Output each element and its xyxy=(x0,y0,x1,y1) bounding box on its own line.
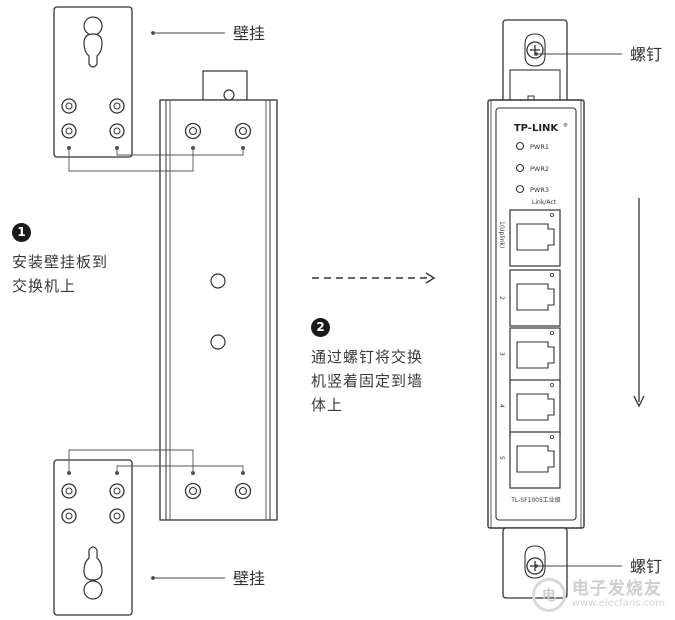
ethernet-ports: 1(Uplink) 2 3 4 xyxy=(498,209,561,489)
port-header-label: Link/Act xyxy=(532,199,557,206)
port-label-5: 5 xyxy=(498,456,505,460)
port-4: 4 xyxy=(498,379,561,437)
screw-label-top: 螺钉 xyxy=(630,45,662,64)
rear-hole-upper xyxy=(210,273,226,289)
step-2-line-2: 机竖着固定到墙 xyxy=(311,372,424,390)
watermark: 电 电子发烧友 www.elecfans.com xyxy=(531,578,665,612)
led-indicators: PWR1 PWR2 PWR3 xyxy=(515,141,549,194)
brand-logo: TP-LINK xyxy=(514,123,560,134)
step-1-line-2: 交换机上 xyxy=(12,277,77,295)
step-2-line-1: 通过螺钉将交换 xyxy=(311,348,424,366)
rj45-port-icon xyxy=(516,341,555,369)
port-label-1: 1(Uplink) xyxy=(498,221,505,248)
screw-leaders xyxy=(534,52,622,568)
mount-plate-top xyxy=(502,19,568,105)
wall-mount-plate-top xyxy=(53,6,133,158)
led-label-pwr2: PWR2 xyxy=(530,165,549,173)
step-1-callout: 1 安装壁挂板到 交换机上 xyxy=(12,222,108,298)
step-2-badge: 2 xyxy=(311,318,330,337)
left-assembly: 壁挂 壁挂 xyxy=(53,6,278,616)
screw-label-bottom: 螺钉 xyxy=(630,557,662,576)
led-pwr3 xyxy=(515,184,525,194)
wall-mount-plate-bottom xyxy=(53,459,133,616)
led-pwr1 xyxy=(515,141,525,151)
model-label: TL-SF1005工业级 xyxy=(510,496,561,504)
port-label-4: 4 xyxy=(498,404,505,408)
top-alignment-lines xyxy=(66,145,246,172)
led-label-pwr3: PWR3 xyxy=(530,186,549,194)
led-label-pwr1: PWR1 xyxy=(530,143,549,151)
down-arrow xyxy=(633,198,645,408)
wall-mount-leaders xyxy=(151,31,225,580)
watermark-url: www.elecfans.com xyxy=(571,597,665,609)
step-1-badge: 1 xyxy=(12,223,31,242)
rj45-port-icon xyxy=(516,445,555,473)
rear-hole-lower xyxy=(210,334,226,350)
port-2: 2 xyxy=(498,269,561,327)
watermark-text: 电子发烧友 xyxy=(571,578,662,599)
right-assembly: TP-LINK ® PWR1 PWR2 PWR3 Link/Act 1(Upli… xyxy=(487,19,662,599)
led-pwr2 xyxy=(515,163,525,173)
rj45-port-icon xyxy=(516,393,555,421)
step-2-line-3: 体上 xyxy=(311,396,344,414)
wall-mount-label-top: 壁挂 xyxy=(233,24,265,43)
wall-mount-label-bottom: 壁挂 xyxy=(233,569,265,588)
step-1-line-1: 安装壁挂板到 xyxy=(12,253,109,271)
port-5: 5 xyxy=(498,431,561,489)
brand-registered-mark: ® xyxy=(563,122,568,129)
step-2-callout: 2 通过螺钉将交换 机竖着固定到墙 体上 xyxy=(311,317,423,417)
transition-arrow xyxy=(312,272,436,284)
switch-bottom-holes xyxy=(184,482,252,500)
step-2-text: 通过螺钉将交换 机竖着固定到墙 体上 xyxy=(311,345,423,417)
watermark-logo-icon: 电 xyxy=(531,578,566,612)
port-1: 1(Uplink) xyxy=(498,209,561,267)
bottom-alignment-lines xyxy=(66,449,246,476)
switch-top-holes xyxy=(184,122,252,140)
step-1-text: 安装壁挂板到 交换机上 xyxy=(12,250,108,298)
rj45-port-icon xyxy=(516,283,555,311)
rj45-port-icon xyxy=(516,223,555,251)
port-3: 3 xyxy=(498,327,561,385)
switch-rear-body xyxy=(159,99,278,521)
tab-screw xyxy=(223,89,235,101)
port-label-2: 2 xyxy=(498,296,505,300)
port-label-3: 3 xyxy=(498,352,505,356)
